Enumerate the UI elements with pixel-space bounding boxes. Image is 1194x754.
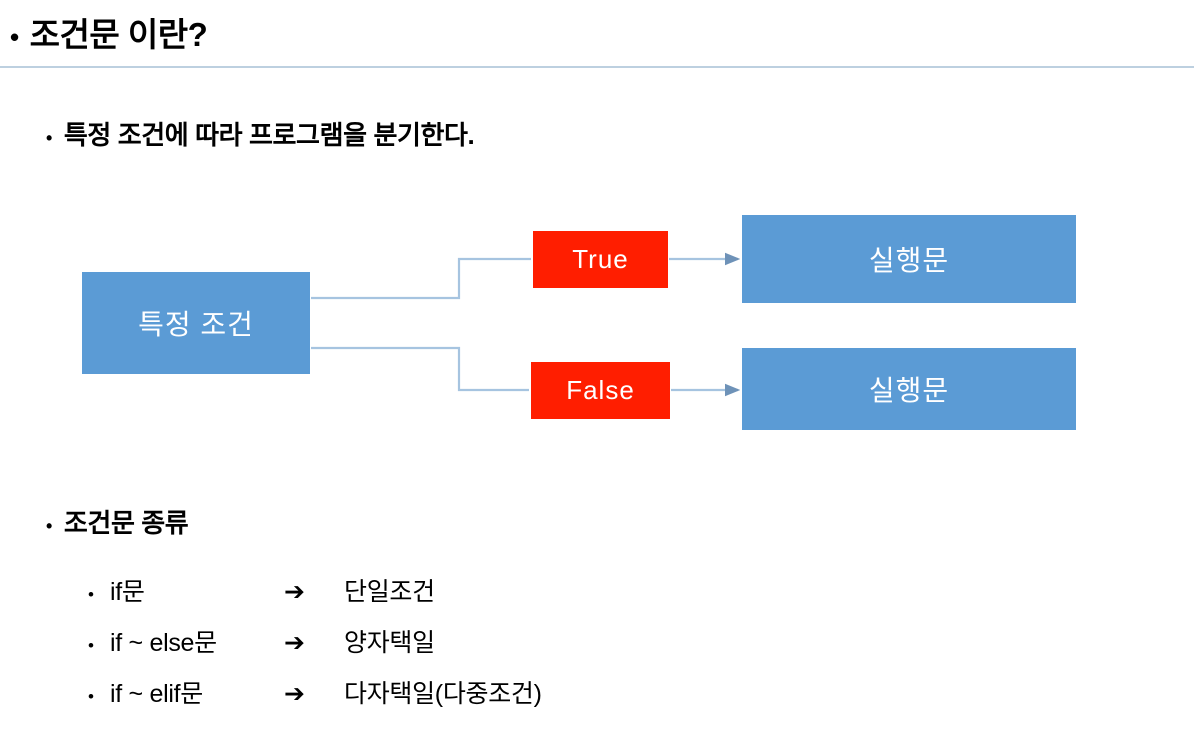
diagram-node-exec-true: 실행문 <box>742 215 1076 303</box>
list-bullet-icon: • <box>88 585 94 604</box>
diagram-node-true: True <box>533 231 668 288</box>
condition-type-list: • if문 ➔ 단일조건 • if ~ else문 ➔ 양자택일 • if ~ … <box>88 572 542 725</box>
types-heading-line: • 조건문 종류 <box>46 503 189 540</box>
diagram-node-exec-false: 실행문 <box>742 348 1076 430</box>
diagram-node-false: False <box>531 362 670 419</box>
intro-bullet-line: • 특정 조건에 따라 프로그램을 분기한다. <box>46 115 475 152</box>
list-item: • if ~ else문 ➔ 양자택일 <box>88 623 542 674</box>
diagram-node-condition: 특정 조건 <box>82 272 310 374</box>
list-item-meaning: 단일조건 <box>344 578 435 606</box>
title-divider <box>0 66 1194 68</box>
diagram-node-condition-label: 특정 조건 <box>138 309 254 340</box>
intro-text: 특정 조건에 따라 프로그램을 분기한다. <box>63 120 475 150</box>
title-text: 조건문 이란? <box>29 16 208 53</box>
right-arrow-icon: ➔ <box>284 578 305 606</box>
list-bullet-icon: • <box>88 636 94 655</box>
diagram-node-exec-true-label: 실행문 <box>868 245 950 276</box>
list-item-meaning: 양자택일 <box>344 629 435 657</box>
intro-bullet-icon: • <box>46 128 52 148</box>
types-heading-text: 조건문 종류 <box>63 508 189 538</box>
list-item-meaning: 다자택일(다중조건) <box>344 680 542 708</box>
connector-condition-false <box>311 346 529 392</box>
diagram-node-true-label: True <box>572 244 629 274</box>
right-arrow-icon: ➔ <box>284 680 305 708</box>
list-bullet-icon: • <box>88 687 94 706</box>
list-item-statement: if문 <box>110 578 145 606</box>
types-bullet-icon: • <box>46 516 52 536</box>
right-arrow-icon: ➔ <box>284 629 305 657</box>
list-item-statement: if ~ else문 <box>110 629 217 657</box>
diagram-node-exec-false-label: 실행문 <box>868 375 950 406</box>
list-item: • if ~ elif문 ➔ 다자택일(다중조건) <box>88 674 542 725</box>
page-title: • 조건문 이란? <box>10 8 208 56</box>
diagram-node-false-label: False <box>566 375 635 405</box>
list-item-statement: if ~ elif문 <box>110 680 203 708</box>
list-item: • if문 ➔ 단일조건 <box>88 572 542 623</box>
title-bullet-icon: • <box>10 22 19 52</box>
connector-condition-true <box>311 257 531 300</box>
